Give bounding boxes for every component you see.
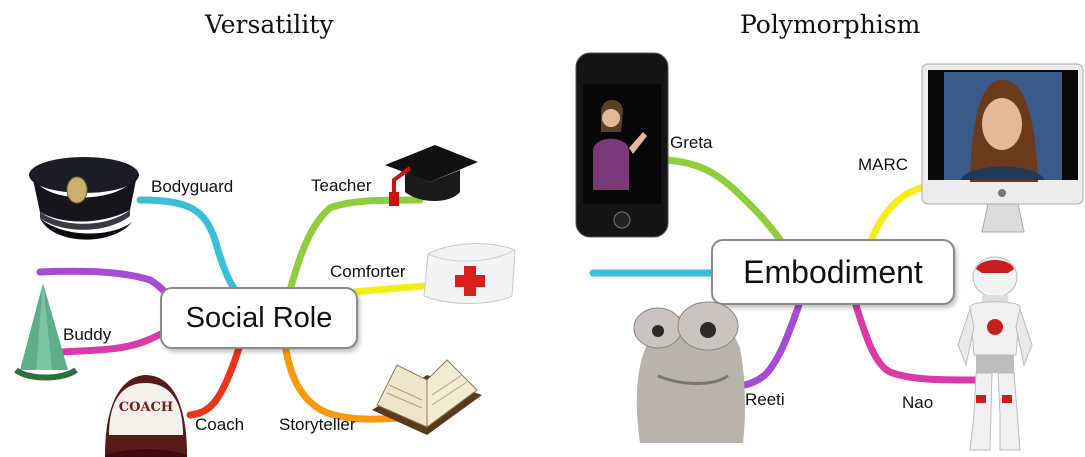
coach-cap-text: COACH	[119, 400, 173, 415]
coach-cap-icon: COACH	[105, 375, 187, 457]
graduation-cap-icon	[385, 145, 478, 206]
nurse-cap-icon	[423, 243, 516, 304]
label-coach: Coach	[195, 415, 245, 434]
label-nao: Nao	[902, 393, 934, 412]
label-buddy: Buddy	[63, 325, 112, 344]
branch-teacher	[286, 196, 424, 294]
reeti-robot-icon	[633, 301, 745, 443]
open-book-icon	[372, 359, 482, 435]
label-marc: MARC	[858, 155, 909, 174]
left-panel-title: Versatility	[205, 10, 334, 39]
branch-reeti	[731, 298, 804, 390]
nao-robot-icon	[957, 256, 1033, 451]
imac-marc-icon	[921, 63, 1084, 233]
social-role-hub: Social Role	[160, 287, 358, 349]
right-panel-title: Polymorphism	[740, 10, 921, 39]
label-reeti: Reeti	[745, 390, 785, 409]
label-teacher: Teacher	[311, 176, 372, 195]
label-comforter: Comforter	[330, 262, 406, 281]
branch-comforter	[351, 282, 429, 296]
branch-greta	[661, 156, 784, 244]
smartphone-greta-icon	[575, 52, 669, 238]
label-storyteller: Storyteller	[279, 415, 356, 434]
branch-nao	[851, 298, 979, 384]
branch-coach	[186, 341, 244, 419]
branch-bodyguard	[136, 196, 239, 294]
embodiment-hub: Embodiment	[711, 239, 955, 305]
label-bodyguard: Bodyguard	[151, 177, 234, 196]
branch-storyteller	[281, 341, 404, 423]
party-hat-icon	[14, 283, 78, 381]
label-greta: Greta	[670, 133, 713, 152]
police-cap-icon	[29, 157, 139, 240]
